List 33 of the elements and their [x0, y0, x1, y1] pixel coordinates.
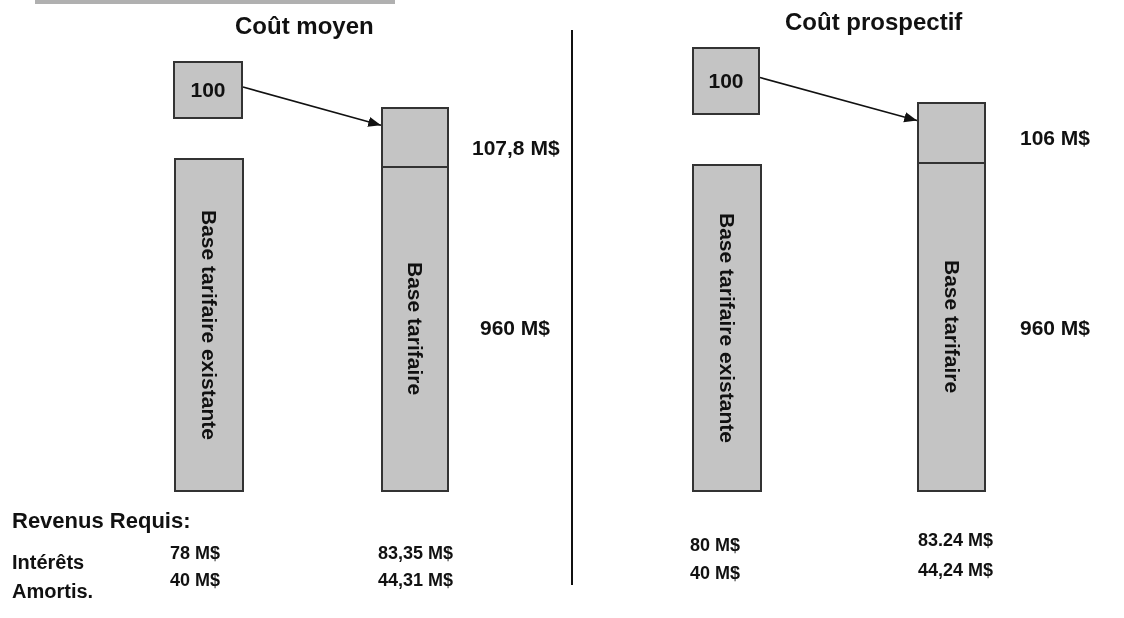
value-label: 40 M$	[690, 563, 741, 584]
value-box	[692, 47, 760, 115]
value-label: 960 M$	[1020, 316, 1091, 340]
value-label: 44,31 M$	[378, 570, 454, 591]
bar-label: Base tarifaire	[403, 262, 427, 396]
bar	[381, 166, 449, 492]
value-label: 107,8 M$	[472, 136, 560, 160]
arrow	[759, 76, 918, 123]
row-label: Amortis.	[12, 580, 94, 603]
bar-segment	[917, 102, 986, 164]
column-heading: Coût moyen	[235, 12, 374, 40]
section-heading: Revenus Requis:	[12, 508, 191, 534]
value-label: 83.24 M$	[918, 530, 994, 551]
box-label: 100	[708, 69, 744, 93]
bar	[917, 162, 986, 492]
bar-label: Base tarifaire	[939, 260, 964, 394]
value-label: 80 M$	[690, 535, 741, 556]
bar-label: Base tarifaire existante	[715, 213, 739, 443]
value-box	[173, 61, 243, 119]
bar	[174, 158, 244, 492]
bar	[692, 164, 762, 492]
value-label: 960 M$	[480, 316, 551, 340]
value-label: 78 M$	[170, 543, 221, 564]
value-label: 40 M$	[170, 570, 221, 591]
bar-label: Base tarifaire existante	[197, 210, 221, 440]
value-label: 44,24 M$	[918, 560, 994, 581]
column-heading: Coût prospectif	[785, 8, 963, 36]
value-label: 106 M$	[1020, 126, 1091, 150]
row-label: Intérêts	[12, 551, 85, 574]
arrow	[242, 86, 382, 127]
bar-segment	[381, 107, 449, 168]
value-label: 83,35 M$	[378, 543, 454, 564]
box-label: 100	[190, 78, 226, 102]
